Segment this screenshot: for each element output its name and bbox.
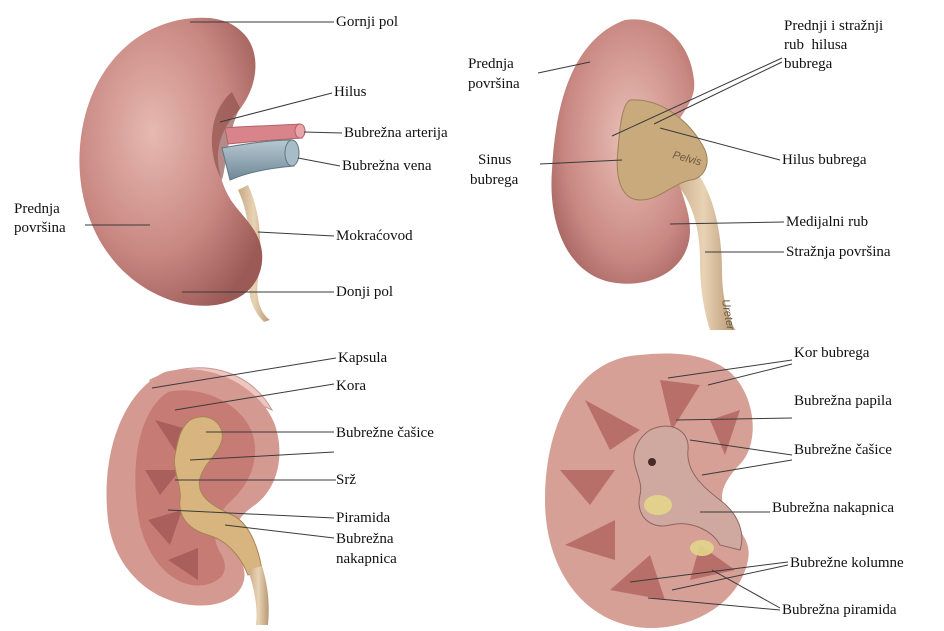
- panel-anterior-view: [79, 18, 342, 322]
- panel-section-view: [107, 358, 336, 625]
- panel-frontal-section: [545, 354, 792, 628]
- ureter-section: [248, 566, 269, 625]
- panel-posterior-view: Pelvis Ureter: [538, 19, 784, 332]
- renal-vein: [222, 140, 294, 180]
